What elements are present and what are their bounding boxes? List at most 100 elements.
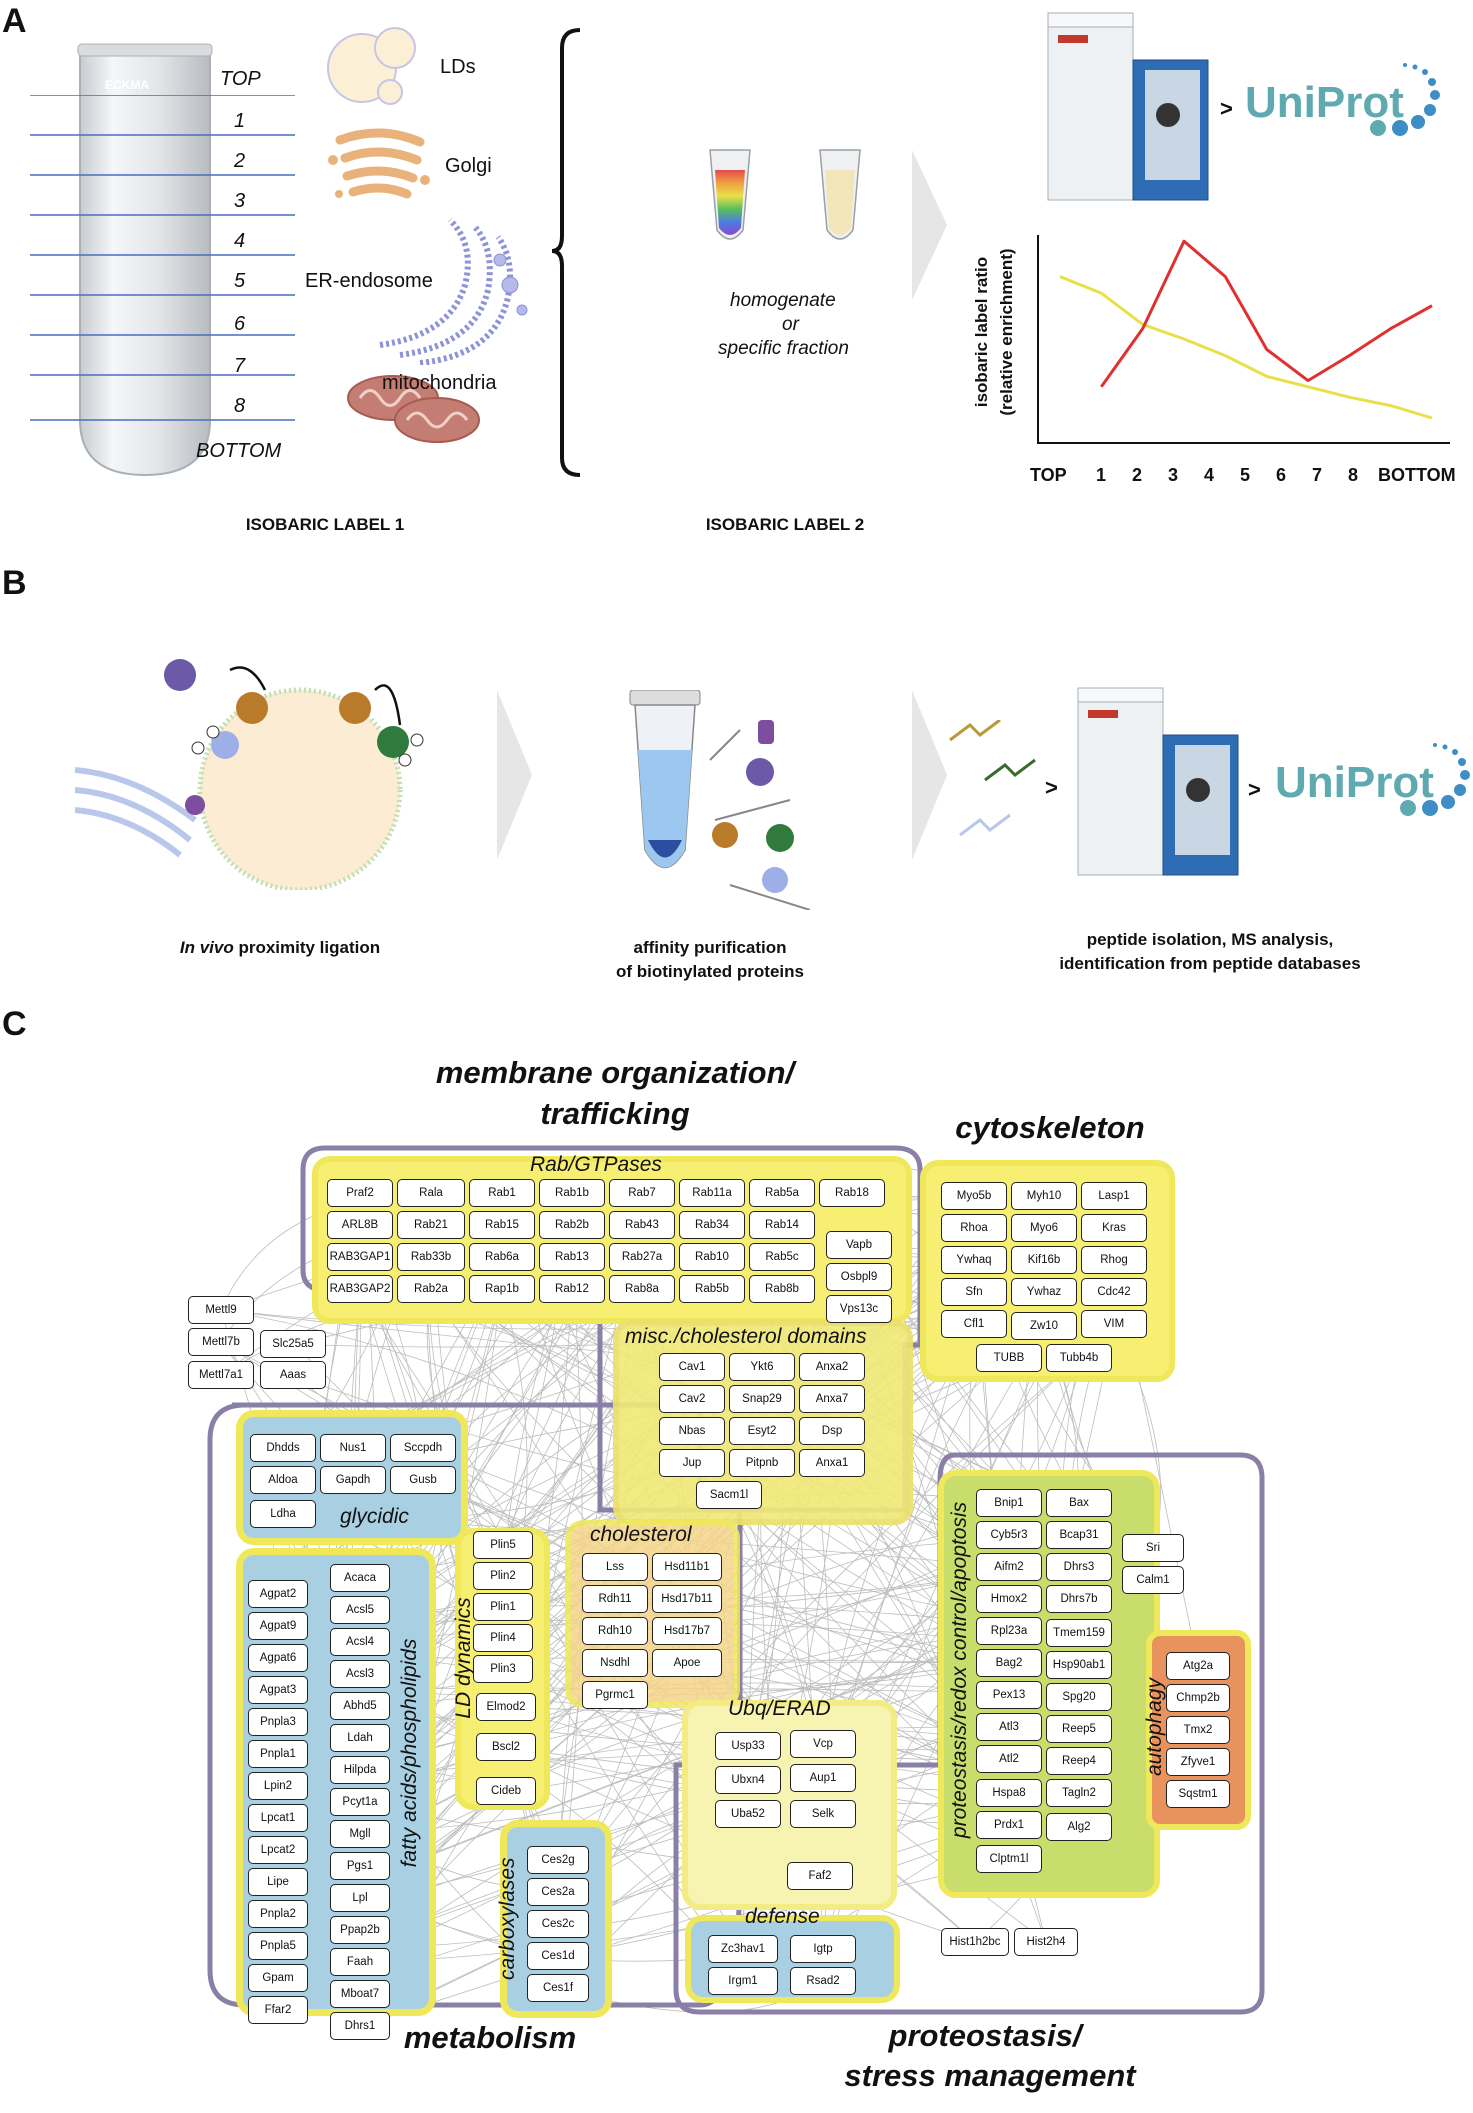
node-rab7: Rab7: [609, 1179, 675, 1207]
node-calm1: Calm1: [1122, 1566, 1184, 1594]
group-title-carbox: carboxylases: [496, 1857, 519, 1980]
node-ykt6: Ykt6: [729, 1353, 795, 1381]
node-agpat6: Agpat6: [248, 1644, 308, 1672]
network-edge: [557, 1323, 1115, 1925]
node-ldha: Ldha: [250, 1500, 316, 1528]
node-cav2: Cav2: [659, 1385, 725, 1413]
fraction-3: 3: [234, 190, 246, 212]
node-zc3hav1: Zc3hav1: [708, 1935, 778, 1963]
node-lss: Lss: [582, 1553, 648, 1581]
node-prdx1: Prdx1: [976, 1811, 1042, 1839]
node-rab21: Rab21: [397, 1211, 465, 1239]
fraction-4: 4: [234, 230, 246, 252]
caption-proximity-ligation: In vivo proximity ligation: [120, 938, 440, 958]
node-faf2: Faf2: [787, 1862, 853, 1890]
node-usp33: Usp33: [715, 1732, 781, 1760]
node-hspa8: Hspa8: [976, 1779, 1042, 1807]
node-zw10: Zw10: [1011, 1312, 1077, 1340]
node-chmp2b: Chmp2b: [1166, 1684, 1230, 1712]
node-ces2c: Ces2c: [527, 1910, 589, 1938]
caption-proximity-rest: proximity ligation: [233, 938, 381, 957]
node-dhrs3: Dhrs3: [1046, 1553, 1112, 1581]
node-rab2a: Rab2a: [397, 1275, 465, 1303]
node-myh10: Myh10: [1011, 1182, 1077, 1210]
caption-in-vivo: In vivo: [179, 938, 234, 957]
group-title-fatty: fatty acids/phospholipids: [398, 1638, 421, 1868]
category-metabolism: metabolism: [403, 2020, 577, 2055]
node-mettl9: Mettl9: [188, 1296, 254, 1324]
node-dhrs7b: Dhrs7b: [1046, 1585, 1112, 1613]
category-membrane-1: membrane organization/: [435, 1055, 795, 1090]
node-rab43: Rab43: [609, 1211, 675, 1239]
node-mboat7: Mboat7: [330, 1980, 390, 2008]
node-bag2: Bag2: [976, 1649, 1042, 1677]
node-lpcat2: Lpcat2: [248, 1836, 308, 1864]
fraction-1: 1: [234, 110, 246, 132]
node-agpat9: Agpat9: [248, 1612, 308, 1640]
node-myo6: Myo6: [1011, 1214, 1077, 1242]
fraction-7: 7: [234, 355, 246, 377]
fraction-bottom: BOTTOM: [196, 440, 282, 462]
node-reep4: Reep4: [1046, 1747, 1112, 1775]
panel-c-label: C: [2, 1005, 27, 1043]
chart-xtick-8: 8: [1348, 465, 1359, 485]
node-pnpla2: Pnpla2: [248, 1900, 308, 1928]
category-cytoskeleton: cytoskeleton: [955, 1110, 1145, 1145]
node-spg20: Spg20: [1046, 1683, 1112, 1711]
category-membrane-2: trafficking: [540, 1096, 690, 1131]
gt-b1: >: [1045, 775, 1058, 800]
node-ldah: Ldah: [330, 1724, 390, 1752]
node-sccpdh: Sccpdh: [390, 1434, 456, 1462]
group-title-defense: defense: [745, 1905, 820, 1928]
node-pnpla3: Pnpla3: [248, 1708, 308, 1736]
chart-xtick-2: 2: [1132, 465, 1143, 485]
isobaric-label-2: ISOBARIC LABEL 2: [705, 515, 865, 534]
node-rab2b: Rab2b: [539, 1211, 605, 1239]
lds-illustration: [327, 27, 416, 105]
fraction-lines: [30, 95, 295, 421]
node-rdh10: Rdh10: [582, 1617, 648, 1645]
node-rab15: Rab15: [469, 1211, 535, 1239]
node-vim: VIM: [1081, 1310, 1147, 1338]
fraction-top: TOP: [220, 68, 261, 90]
organelle-golgi: Golgi: [445, 155, 492, 177]
node-anxa2: Anxa2: [799, 1353, 865, 1381]
uniprot-dots-b: [1400, 743, 1470, 816]
node-rab14: Rab14: [749, 1211, 815, 1239]
chart-series-line-1: [1059, 275, 1433, 420]
node-acsl3: Acsl3: [330, 1660, 390, 1688]
node-rab13: Rab13: [539, 1243, 605, 1271]
node-ywhaz: Ywhaz: [1011, 1278, 1077, 1306]
node-plin4: Plin4: [473, 1624, 533, 1652]
node-pnpla1: Pnpla1: [248, 1740, 308, 1768]
isobaric-label-1: ISOBARIC LABEL 1: [245, 515, 405, 534]
node-agpat3: Agpat3: [248, 1676, 308, 1704]
group-title-cholesterol: cholesterol: [590, 1523, 692, 1546]
node-sqstm1: Sqstm1: [1166, 1780, 1230, 1808]
node-sacm1l: Sacm1l: [696, 1481, 762, 1509]
node-hsp90ab1: Hsp90ab1: [1046, 1651, 1112, 1679]
fraction-6: 6: [234, 313, 246, 335]
node-kras: Kras: [1081, 1214, 1147, 1242]
node-rsad2: Rsad2: [790, 1967, 856, 1995]
node-pitpnb: Pitpnb: [729, 1449, 795, 1477]
node-pnpla5: Pnpla5: [248, 1932, 308, 1960]
node-kif16b: Kif16b: [1011, 1246, 1077, 1274]
node-rhog: Rhog: [1081, 1246, 1147, 1274]
node-nsdhl: Nsdhl: [582, 1649, 648, 1677]
node-rap1b: Rap1b: [469, 1275, 535, 1303]
node-rab33b: Rab33b: [397, 1243, 465, 1271]
node-gusb: Gusb: [390, 1466, 456, 1494]
mass-spec-a: [1047, 12, 1209, 201]
node-hist1h2bc: Hist1h2bc: [941, 1928, 1009, 1956]
node-myo5b: Myo5b: [941, 1182, 1007, 1210]
node-acsl4: Acsl4: [330, 1628, 390, 1656]
affinity-tube-illustration: [629, 690, 811, 910]
sample-text-3: specific fraction: [718, 338, 849, 359]
node-atl2: Atl2: [976, 1745, 1042, 1773]
node-cyb5r3: Cyb5r3: [976, 1521, 1042, 1549]
network-edge: [359, 1858, 1010, 1963]
node-rala: Rala: [397, 1179, 465, 1207]
chart-xtick-top: TOP: [1030, 465, 1067, 485]
node-plin5: Plin5: [473, 1531, 533, 1559]
